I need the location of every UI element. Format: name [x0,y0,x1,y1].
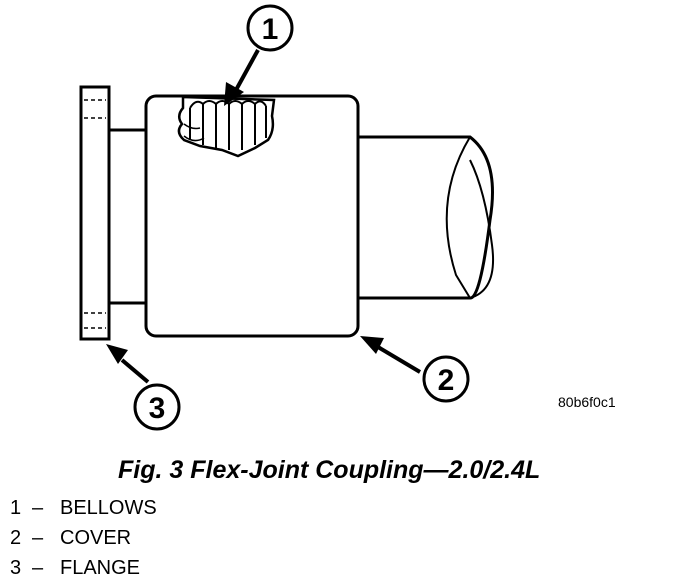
flex-joint-diagram: 1 2 3 80b6f0c1 [79,4,616,431]
legend-item: 1–BELLOWS [10,494,157,524]
exhaust-pipe [356,135,494,300]
parts-legend: 1–BELLOWS 2–COVER 3–FLANGE [10,494,157,584]
legend-item-number: 1 [10,497,22,519]
legend-item-label: FLANGE [60,557,141,579]
callout-2-arrowhead [360,336,384,354]
flange [79,85,111,341]
figure-code: 80b6f0c1 [558,394,616,410]
legend-item: 3–FLANGE [10,554,157,584]
legend-item-separator: – [32,527,44,549]
cover [144,94,360,338]
legend-item-label: COVER [60,527,132,549]
callout-3-circle [133,383,181,431]
callout-3: 3 [106,344,181,431]
figure-caption: Fig. 3 Flex-Joint Coupling—2.0/2.4L [118,456,541,484]
callout-1-circle [246,4,294,52]
legend-item: 2–COVER [10,524,157,554]
callout-3-arrowhead [106,344,128,364]
bellows [177,95,276,158]
callout-1-arrowhead [224,82,244,106]
callout-2-circle [422,355,470,403]
callout-1-leader [234,49,260,91]
callout-2: 2 [360,336,470,403]
callout-3-leader [120,358,150,384]
callout-1: 1 [224,4,294,106]
callout-1-number: 1 [262,13,279,46]
callout-3-number: 3 [149,392,166,425]
legend-item-number: 2 [10,527,22,549]
legend-item-number: 3 [10,557,22,579]
legend-item-label: BELLOWS [60,497,157,519]
callout-2-leader [376,345,422,374]
connector-pipe [109,128,147,305]
callout-2-number: 2 [438,364,455,397]
legend-item-separator: – [32,557,44,579]
legend-item-separator: – [32,497,44,519]
